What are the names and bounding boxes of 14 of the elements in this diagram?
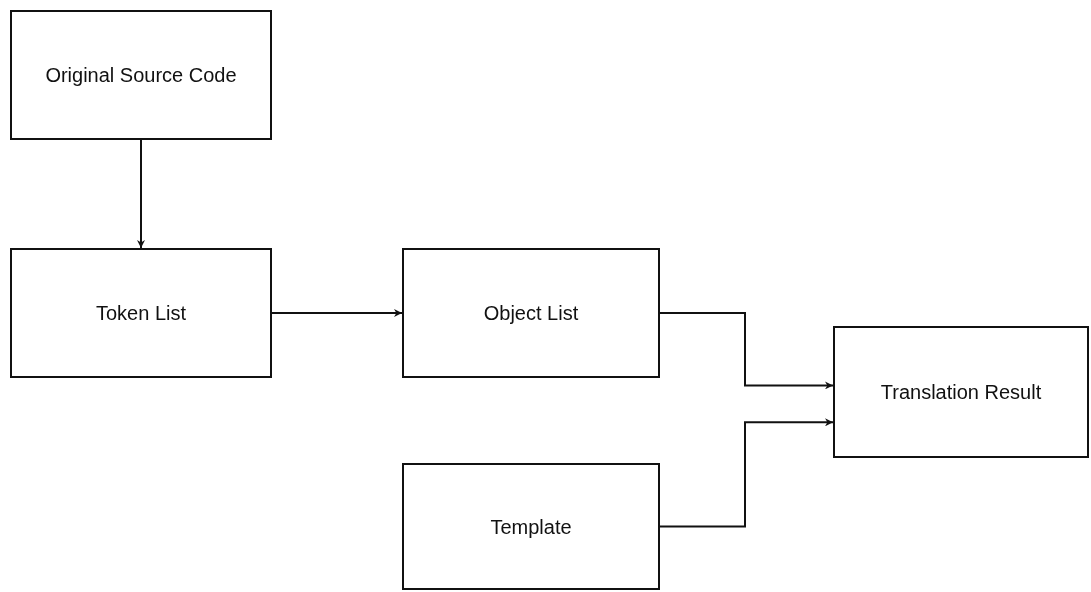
process-box <box>10 248 272 378</box>
box-label: Token List <box>95 301 187 325</box>
box-label: Original Source Code <box>45 63 237 87</box>
process-box <box>10 10 272 140</box>
arrow <box>271 309 403 317</box>
process-box <box>402 463 660 590</box>
process-box <box>402 248 660 378</box>
arrow <box>659 312 834 390</box>
arrow <box>137 139 145 249</box>
box-label: Template <box>490 514 572 539</box>
process-box <box>833 326 1089 458</box>
box-label: Translation Result <box>880 380 1042 404</box>
box-label: Object List <box>483 301 579 325</box>
arrow <box>659 418 834 528</box>
